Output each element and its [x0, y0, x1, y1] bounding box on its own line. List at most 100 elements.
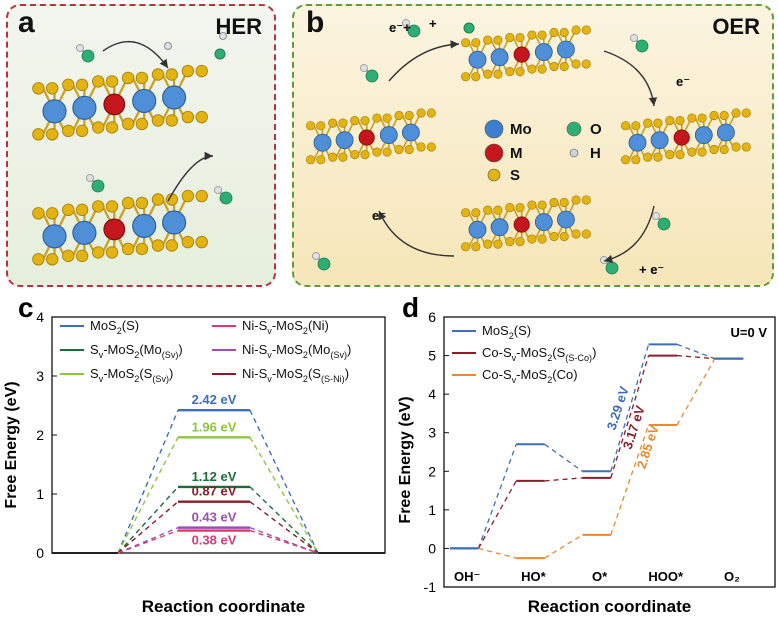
sulfur-atom	[621, 155, 631, 165]
oxygen-atom	[317, 257, 331, 271]
sulfur-atom	[32, 128, 45, 141]
sulfur-atom	[32, 253, 45, 266]
sulfur-atom	[45, 128, 59, 141]
sulfur-atom	[195, 110, 208, 124]
sulfur-atom	[687, 113, 697, 123]
sulfur-atom	[665, 116, 675, 126]
metal-dopant-atom	[513, 216, 530, 233]
sulfur-atom	[653, 118, 663, 128]
molybdenum-atom	[628, 133, 647, 152]
oxygen-atom	[214, 48, 226, 60]
legend-entry: Ni-Sv-MoS2(S(S-Ni))	[242, 366, 349, 384]
legend-label-h: H	[590, 145, 601, 162]
hydrogen-atom	[214, 186, 222, 194]
sulfur-atom	[382, 113, 392, 123]
sulfur-atom	[32, 207, 45, 220]
sulfur-atom	[75, 78, 89, 92]
oxygen-atom	[81, 49, 95, 63]
sulfur-atom	[731, 142, 741, 152]
molybdenum-atom	[490, 48, 509, 67]
molybdenum-atom	[42, 99, 67, 124]
oer-slab-top	[461, 25, 591, 82]
oxygen-atom	[635, 39, 649, 53]
y-tick-label: -1	[424, 579, 437, 595]
oxygen-atom	[657, 217, 671, 231]
sulfur-atom	[416, 108, 426, 118]
legend-entry: MoS2(S)	[482, 323, 531, 341]
oxygen-atom	[407, 24, 421, 38]
sulfur-atom	[709, 144, 719, 155]
sulfur-atom	[461, 38, 471, 48]
sulfur-atom	[165, 68, 179, 81]
x-axis-label: Reaction coordinate	[142, 597, 305, 616]
sulfur-atom	[741, 142, 751, 152]
sulfur-atom	[471, 242, 481, 252]
sulfur-atom	[62, 78, 75, 92]
hydrogen-atom	[402, 19, 410, 27]
legend-swatch-h	[569, 148, 579, 158]
sulfur-atom	[581, 59, 591, 69]
sulfur-atom	[483, 35, 493, 45]
hydrogen-atom	[86, 174, 94, 182]
connector-down-3	[249, 501, 319, 554]
step-label-electron-1: e⁻	[676, 74, 690, 89]
molybdenum-atom	[335, 131, 354, 150]
sulfur-atom	[549, 231, 559, 242]
oer-slab-right	[621, 108, 751, 165]
sulfur-atom	[461, 242, 471, 252]
a-arc-bottom	[167, 151, 214, 202]
molybdenum-atom	[162, 210, 187, 235]
value-label-3: 0.87 eV	[192, 484, 237, 499]
legend-swatch-s	[487, 168, 501, 182]
y-axis-label: Free Energy (eV)	[397, 396, 414, 523]
sulfur-atom	[571, 229, 581, 239]
sulfur-atom	[350, 116, 360, 126]
sulfur-atom	[505, 67, 515, 77]
sulfur-atom	[91, 75, 105, 88]
value-label-5: 0.38 eV	[192, 533, 237, 548]
y-tick-label: 3	[428, 425, 436, 441]
sulfur-atom	[631, 155, 641, 165]
sulfur-atom	[75, 249, 89, 263]
metal-dopant-atom	[358, 129, 375, 146]
connector-1-1	[544, 477, 583, 482]
sulfur-atom	[559, 61, 569, 72]
sulfur-atom	[195, 64, 208, 78]
sulfur-atom	[328, 152, 338, 162]
y-tick-label: 3	[36, 368, 44, 384]
y-tick-label: 1	[36, 486, 44, 502]
molybdenum-atom	[556, 40, 575, 59]
x-category-label: HO*	[521, 569, 547, 584]
hydrogen-atom	[652, 212, 660, 220]
sulfur-atom	[537, 234, 547, 244]
sulfur-atom	[571, 59, 581, 69]
sulfur-atom	[697, 147, 707, 157]
sulfur-atom	[165, 114, 179, 127]
sulfur-atom	[195, 235, 208, 249]
a-arc-top	[102, 41, 169, 69]
y-tick-label: 5	[428, 348, 436, 364]
oxygen-atom	[365, 69, 379, 83]
sulfur-atom	[493, 35, 503, 45]
sulfur-atom	[165, 239, 179, 252]
sulfur-atom	[571, 25, 581, 35]
sulfur-atom	[687, 147, 697, 157]
oxygen-atom	[605, 261, 619, 275]
x-category-label: O₂	[724, 569, 740, 584]
sulfur-atom	[404, 144, 414, 155]
molybdenum-atom	[534, 43, 553, 61]
sulfur-atom	[105, 200, 119, 213]
y-tick-label: 0	[36, 545, 44, 561]
b-arc-1	[388, 40, 460, 82]
x-category-label: O*	[592, 569, 608, 584]
sulfur-atom	[45, 82, 59, 95]
connector-0-2	[610, 344, 650, 472]
connector-2-2	[610, 424, 650, 536]
sulfur-atom	[135, 196, 149, 210]
sulfur-atom	[731, 108, 741, 118]
sulfur-atom	[461, 72, 471, 82]
sulfur-atom	[471, 38, 481, 48]
legend-swatch-mo	[484, 119, 504, 139]
